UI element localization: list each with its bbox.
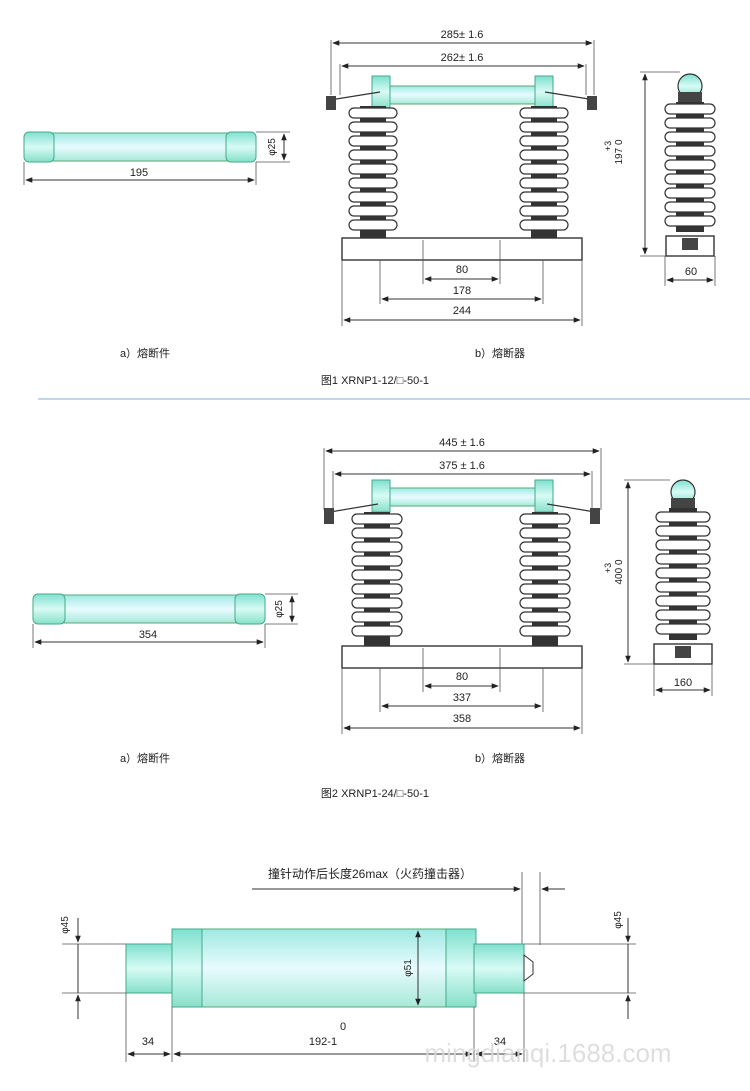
mount-spacing-label: 178 <box>453 285 471 297</box>
inner-length-label: 375 ± 1.6 <box>439 460 485 472</box>
body-length-label: 192-1 <box>309 1036 337 1048</box>
side-height-label: 400 0 <box>614 559 625 584</box>
side-height-tolerance: +3 <box>603 141 613 151</box>
fuse-body <box>171 928 475 1008</box>
overall-length-label: 285± 1.6 <box>441 29 484 41</box>
inner-length-label: 262± 1.6 <box>441 52 484 64</box>
fuse-tube <box>33 132 245 162</box>
element-caption: a）熔断件 <box>120 346 170 360</box>
base-length-label: 358 <box>453 713 471 725</box>
fuse-front-view: 285± 1.6 262± 1.6 <box>326 29 597 326</box>
right-diameter-label: φ45 <box>613 911 624 929</box>
left-terminal <box>125 943 177 994</box>
left-insulator <box>348 106 398 238</box>
mount-spacing-label: 337 <box>453 692 471 704</box>
element-caption: a）熔断件 <box>120 751 170 765</box>
right-contact <box>534 75 554 109</box>
right-insulator <box>519 106 569 238</box>
figure-2-title: 图2 XRNP1-24/□-50-1 <box>321 787 429 800</box>
base-plate <box>341 237 583 261</box>
striker-note: 撞针动作后长度26max（火药撞击器） <box>268 866 472 881</box>
side-height-tolerance: +3 <box>603 563 613 573</box>
left-end-cap <box>23 131 55 163</box>
element-diameter-label: φ25 <box>267 138 278 156</box>
fuse-caption: b）熔断器 <box>475 346 525 360</box>
left-terminal-bolt <box>326 96 336 110</box>
figure-1: 195 φ25 285± 1.6 262± 1.6 <box>23 29 716 387</box>
element-length-label: 195 <box>130 167 148 179</box>
fuse-side-view: 400 0 +3 160 <box>603 479 713 696</box>
figure-2: 354 φ25 445 ± 1.6 375 ± 1.6 <box>32 437 713 800</box>
side-width-label: 160 <box>674 677 692 689</box>
watermark: mingdianqi.1688.com <box>424 1038 671 1068</box>
left-cap-length-label: 34 <box>142 1036 154 1048</box>
side-height-label: 197 0 <box>614 139 625 164</box>
body-length-tolerance: 0 <box>340 1021 346 1033</box>
left-diameter-label: φ45 <box>60 916 71 934</box>
fuse-element-drawing: 195 φ25 <box>23 131 290 185</box>
bolt-spacing-label: 80 <box>456 671 468 683</box>
figure-3: 撞针动作后长度26max（火药撞击器） φ45 φ45 φ51 <box>60 866 636 1062</box>
bolt-spacing-label: 80 <box>456 264 468 276</box>
figure-1-title: 图1 XRNP1-12/□-50-1 <box>321 374 429 387</box>
right-end-cap <box>225 131 257 163</box>
left-end-cap <box>171 928 203 1008</box>
base-length-label: 244 <box>453 305 471 317</box>
overall-length-label: 445 ± 1.6 <box>439 437 485 449</box>
fuse-caption: b）熔断器 <box>475 751 525 765</box>
striker-pin <box>523 953 534 983</box>
element-length-label: 354 <box>139 629 157 641</box>
fuse-element-drawing: 354 φ25 <box>32 593 298 648</box>
right-end-cap <box>445 928 477 1008</box>
side-width-label: 60 <box>685 266 697 278</box>
right-terminal <box>473 943 525 994</box>
mounted-fuse-tube <box>377 85 549 105</box>
fuse-front-view: 445 ± 1.6 375 ± 1.6 <box>323 437 602 734</box>
element-diameter-label: φ25 <box>274 600 285 618</box>
right-cap-length-label: 34 <box>494 1036 506 1048</box>
left-contact <box>371 75 391 109</box>
left-insulator <box>351 512 403 646</box>
body-diameter-label: φ51 <box>403 959 414 977</box>
fuse-side-view: 197 0 +3 60 <box>603 71 716 286</box>
right-insulator <box>519 512 571 646</box>
right-terminal-bolt <box>587 96 597 110</box>
